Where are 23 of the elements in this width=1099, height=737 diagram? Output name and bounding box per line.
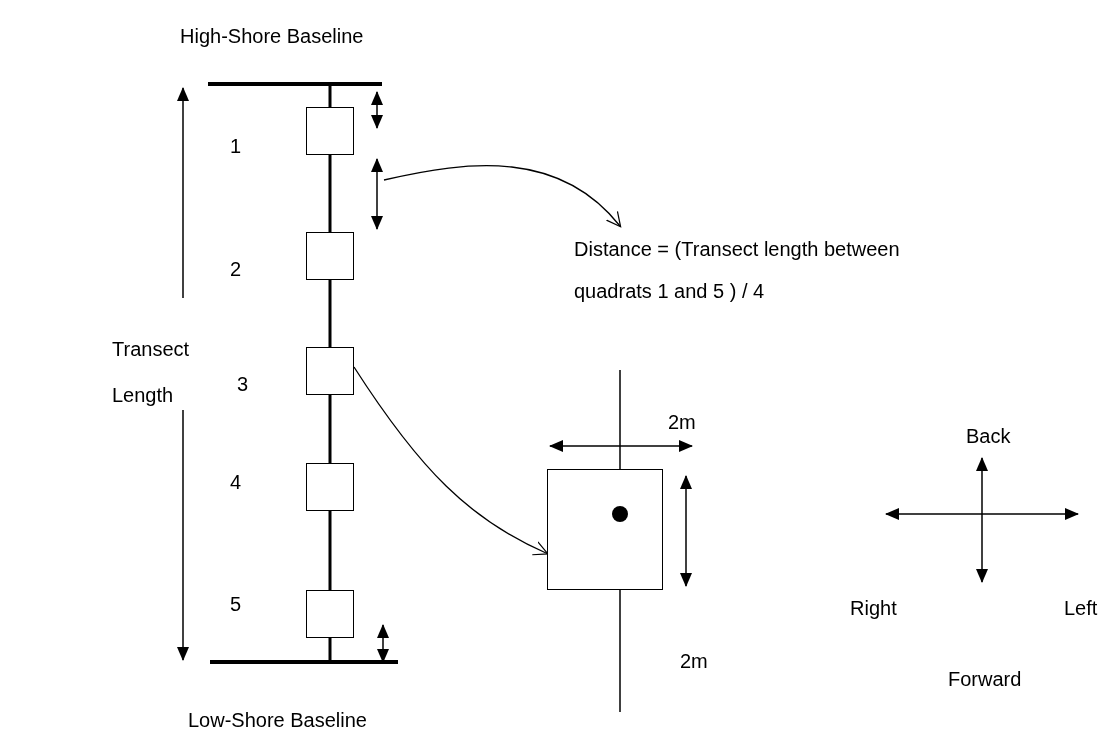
direction-label: Right <box>850 596 897 620</box>
direction-label: Forward <box>948 667 1022 691</box>
quadrat-number: 4 <box>230 470 242 494</box>
formula-text: Distance = (Transect length between quadrats 1 and 5 ) / 4 <box>574 226 914 314</box>
quadrat-number: 1 <box>230 134 242 158</box>
baseline-label: High-Shore Baseline <box>180 24 364 48</box>
curved-arrow <box>353 366 549 555</box>
quadrat-box <box>306 232 354 280</box>
curved-arrow <box>383 165 622 228</box>
dimension-label: 2m <box>680 649 708 673</box>
quadrat-box <box>547 469 663 590</box>
axis-label: Transect Length <box>112 337 191 408</box>
dimension-label: 2m <box>668 410 696 434</box>
quadrat-box <box>306 347 354 395</box>
quadrat-box <box>306 107 354 155</box>
quadrat-number: 3 <box>237 372 249 396</box>
baseline-label: Low-Shore Baseline <box>188 708 367 732</box>
direction-label: Left <box>1064 596 1098 620</box>
direction-label: Back <box>966 424 1011 448</box>
quadrat-box <box>306 463 354 511</box>
quadrat-number: 5 <box>230 592 242 616</box>
quadrat-box <box>306 590 354 638</box>
quadrat-number: 2 <box>230 257 242 281</box>
